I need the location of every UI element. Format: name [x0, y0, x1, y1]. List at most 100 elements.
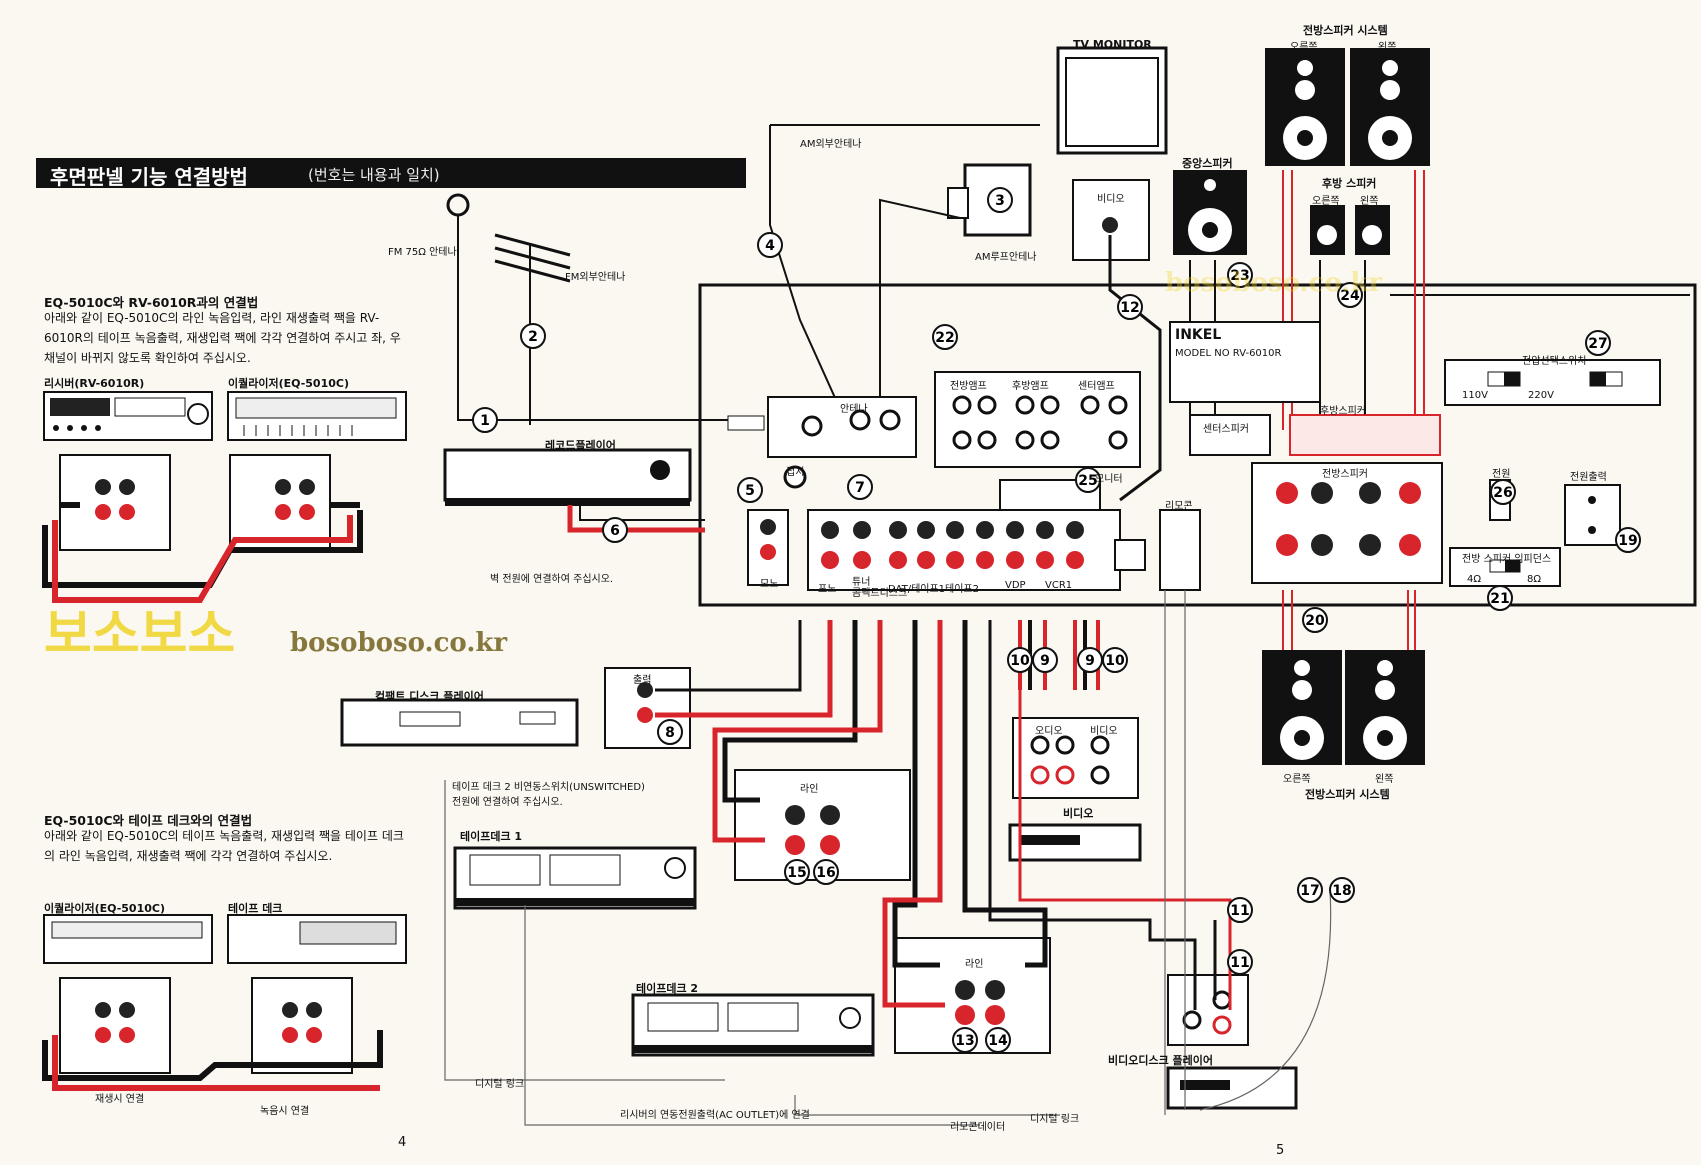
callout-number: 1: [480, 413, 490, 429]
front-system-label-bottom: 전방스피커 시스템: [1305, 788, 1390, 801]
section-title-bar: 후면판넬 기능 연결방법 (번호는 내용과 일치): [36, 158, 746, 189]
vcr-video-label: 비디오: [1090, 726, 1118, 737]
cd-player-label: 컴팩트 디스크 플레이어: [375, 690, 484, 703]
callout-21: 21: [1487, 585, 1513, 611]
callout-3: 3: [987, 187, 1013, 213]
power-outlet: [1564, 484, 1621, 546]
rear-speaker-label: 후방 스피커: [1322, 177, 1377, 190]
tape2-jacks: [955, 980, 1005, 1025]
v220-label: 220V: [1528, 390, 1554, 401]
callout-18: 18: [1329, 877, 1355, 903]
speaker-terminal-posts: [1276, 482, 1421, 556]
power-out-label: 전원출력: [1570, 472, 1607, 483]
callout-20: 20: [1302, 607, 1328, 633]
callout-number: 8: [665, 725, 675, 741]
callout-15: 15: [784, 859, 810, 885]
callout-5: 5: [737, 477, 763, 503]
callout-27: 27: [1585, 330, 1611, 356]
front-system-label-top: 전방스피커 시스템: [1303, 24, 1388, 37]
callout-number: 19: [1618, 533, 1637, 549]
tape-deck-1-drawing: [453, 846, 697, 910]
receiver-back-panel: [698, 283, 1697, 607]
callout-13: 13: [952, 1027, 978, 1053]
tape-deck-label: 테이프 데크: [228, 902, 283, 915]
callout-number: 27: [1588, 336, 1607, 352]
front-speaker-terminals: [1251, 462, 1443, 584]
callout-number: 26: [1493, 485, 1512, 501]
callout-11: 11: [1227, 949, 1253, 975]
section-subtitle: (번호는 내용과 일치): [308, 166, 440, 184]
callout-number: 13: [955, 1033, 974, 1049]
tape-deck-2-drawing: [631, 993, 875, 1057]
tape-deck-note: 테이프 데크 2 비연동스위치(UNSWITCHED) 전원에 연결하여 주십시…: [452, 782, 645, 808]
front-left-label-top: 왼쪽: [1378, 42, 1397, 53]
equalizer-small-drawing-2: [43, 914, 213, 964]
callout-number: 9: [1085, 653, 1095, 669]
v110-label: 110V: [1462, 390, 1488, 401]
vcr1-input-label: VCR1: [1045, 580, 1073, 591]
center-speaker-terminals: [1189, 414, 1271, 456]
vdp-jack-panel: [1167, 974, 1249, 1046]
remote-jacks-box: [1159, 509, 1201, 591]
preamp-rear-label: 후방앰프: [1012, 381, 1049, 392]
front-left-label-bottom: 왼쪽: [1375, 774, 1394, 785]
cd-output-label: 출력: [633, 675, 652, 686]
callout-number: 9: [1040, 653, 1050, 669]
front-spk-terminal-label: 전방스피커: [1322, 469, 1368, 480]
page-number-left: 4: [398, 1135, 407, 1150]
tape1-cables: [712, 620, 883, 843]
record-connection-label: 녹음시 연결: [260, 1106, 310, 1117]
callout-10: 10: [1102, 647, 1128, 673]
receiver-small-drawing: [43, 391, 213, 441]
callout-number: 11: [1230, 903, 1249, 919]
callout-number: 11: [1230, 955, 1249, 971]
ohm4-label: 4Ω: [1467, 574, 1482, 585]
eq-rv-body: 아래와 같이 EQ-5010C의 라인 녹음입력, 라인 재생출력 짹을 RV-…: [44, 311, 401, 365]
tape-deck-small-drawing: [227, 914, 407, 964]
callout-number: 10: [1105, 653, 1125, 669]
callout-number: 14: [988, 1033, 1008, 1049]
callout-number: 25: [1078, 473, 1097, 489]
callout-number: 5: [745, 483, 755, 499]
fm-75-antenna: [446, 193, 490, 421]
fm-ext-label: FM외부안테나: [565, 272, 626, 283]
vdp-input-label: VDP: [1005, 580, 1026, 591]
eq-tape-cables: [42, 1030, 383, 1091]
callout-16: 16: [813, 859, 839, 885]
front-speakers-top: [1265, 48, 1430, 166]
callout-10: 10: [1007, 647, 1033, 673]
callout-number: 15: [787, 865, 806, 881]
vcr-drawing: [1008, 823, 1142, 862]
am-ext-label: AM외부안테나: [800, 139, 862, 150]
vcr-jack-panel: [1012, 717, 1139, 799]
callout-11: 11: [1227, 897, 1253, 923]
section-title: 후면판넬 기능 연결방법: [50, 165, 248, 189]
center-speaker: [1173, 170, 1247, 255]
fm75-label: FM 75Ω 안테나: [388, 247, 457, 258]
callout-26: 26: [1490, 479, 1516, 505]
front-right-label-top: 오른쪽: [1290, 42, 1318, 53]
voltage-switch-label: 전압선택스위치: [1522, 356, 1587, 367]
vdp-label: 비디오디스크 플레이어: [1108, 1054, 1214, 1067]
remote-data-label: 리모콘데이터: [950, 1122, 1006, 1133]
callout-number: 2: [528, 329, 538, 345]
watermark-url: bosoboso.co.kr: [290, 628, 508, 658]
digital-link-label-1: 디지털 링크: [475, 1079, 525, 1090]
tuner-label: 튜너: [852, 577, 871, 588]
equalizer-label: 이퀄라이저(EQ-5010C): [228, 377, 349, 390]
tv-video-label: 비디오: [1097, 194, 1125, 205]
phono-label: 포노: [818, 584, 837, 595]
callout-4: 4: [757, 232, 783, 258]
callout-19: 19: [1615, 527, 1641, 553]
callout-23: 23: [1227, 262, 1253, 288]
vdp-drawing: [1166, 1066, 1298, 1110]
monitor-label: 모니터: [1095, 474, 1123, 485]
panel-jacks-1: [95, 479, 315, 520]
ground-label: 접지: [786, 467, 805, 478]
callout-22: 22: [932, 324, 958, 350]
callout-9: 9: [1032, 647, 1058, 673]
deck-line-panel: [251, 977, 353, 1074]
callout-number: 7: [855, 480, 865, 496]
callout-number: 10: [1010, 653, 1030, 669]
